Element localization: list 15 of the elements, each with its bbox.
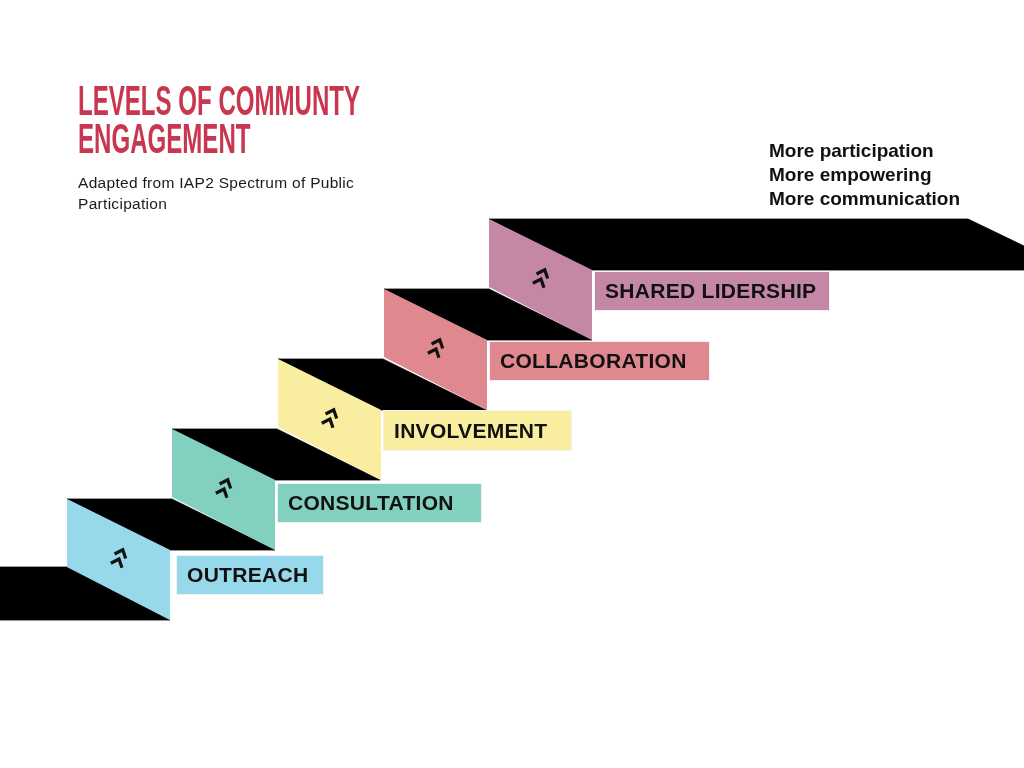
level-box bbox=[176, 555, 324, 595]
subtitle: Adapted from IAP2 Spectrum of Public Participation bbox=[78, 173, 356, 214]
title: LEVELS OF COMMUNTY ENGAGEMENT bbox=[78, 82, 361, 158]
level-label: COLLABORATION bbox=[500, 349, 687, 373]
note-text: More communication bbox=[769, 187, 961, 211]
level-box bbox=[594, 271, 830, 311]
level-label: SHARED LIDERSHIP bbox=[605, 279, 817, 303]
level-label: CONSULTATION bbox=[288, 491, 454, 515]
note-text: More participation bbox=[769, 139, 934, 163]
note-text: More empowering bbox=[769, 163, 932, 187]
level-box bbox=[489, 341, 710, 381]
level-label: INVOLVEMENT bbox=[394, 418, 548, 443]
level-box bbox=[277, 483, 482, 523]
level-box bbox=[383, 410, 572, 451]
level-label: OUTREACH bbox=[187, 563, 309, 587]
